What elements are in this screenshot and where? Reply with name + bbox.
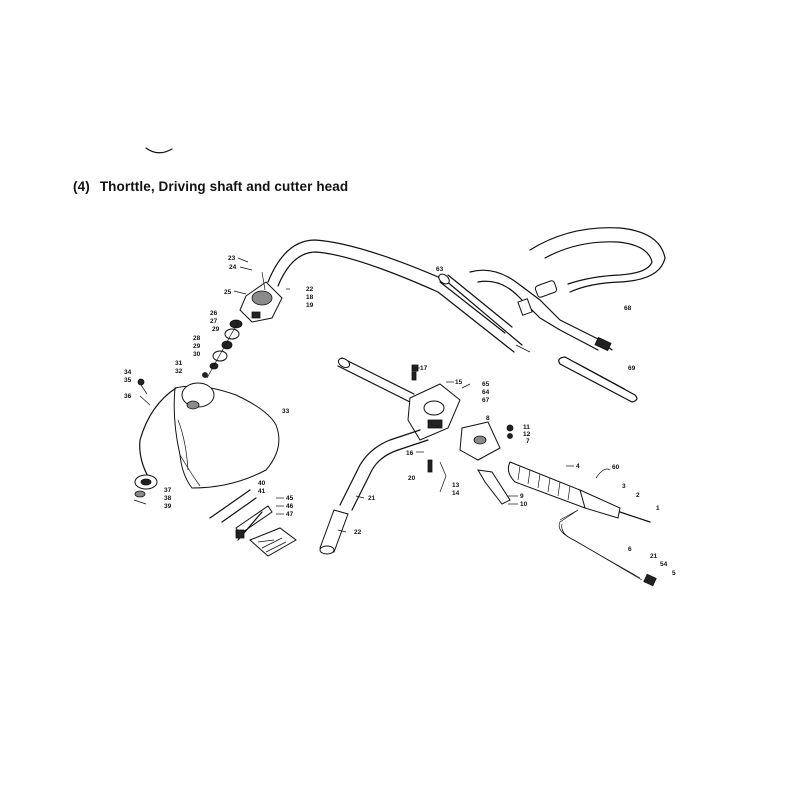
label-69: 69: [628, 365, 636, 372]
tool-kit: [209, 489, 297, 557]
label-6: 6: [628, 546, 632, 553]
label-67: 67: [482, 397, 490, 404]
label-32: 30: [193, 351, 201, 358]
label-28: 26: [210, 310, 218, 317]
handle-bracket: [407, 371, 461, 441]
label-46: 41: [258, 488, 266, 495]
label-36: 34: [124, 369, 132, 376]
handle-pipe: [337, 357, 415, 403]
shoulder-harness: [469, 227, 666, 352]
label-33: 31: [175, 360, 183, 367]
section-number: (4): [73, 179, 90, 194]
label-38: 36: [124, 393, 132, 400]
label-4: 4: [576, 463, 580, 470]
label-23: 21: [650, 553, 658, 560]
label-5: 5: [672, 570, 676, 577]
label-19: 19: [306, 302, 314, 309]
guard-bolts: [137, 378, 151, 406]
handlebar: [319, 429, 429, 555]
label-22: 22: [354, 529, 362, 536]
label-21: 21: [368, 495, 376, 502]
gear-head: [239, 271, 283, 323]
label-27: 25: [224, 289, 232, 296]
label-40: 38: [164, 495, 172, 502]
label-30: 29: [212, 326, 220, 333]
throttle-cable: [558, 509, 657, 587]
label-15: 15: [455, 379, 463, 386]
label-11: 11: [523, 424, 530, 431]
label-63: 63: [436, 266, 444, 273]
label-29: 27: [210, 318, 218, 325]
label-65: 65: [482, 381, 490, 388]
label-20: 20: [408, 475, 416, 482]
label-68: 68: [624, 305, 632, 312]
label-45: 40: [258, 480, 266, 487]
label-9: 9: [520, 493, 524, 500]
label-3: 3: [622, 483, 626, 490]
section-heading: Thorttle, Driving shaft and cutter head: [99, 179, 349, 194]
label-41: 39: [164, 503, 172, 510]
label-35: 33: [282, 408, 290, 415]
label-29b: 28: [193, 335, 201, 342]
drive-shaft: [267, 239, 531, 353]
label-34: 32: [175, 368, 183, 375]
label-54: 54: [660, 561, 668, 568]
label-31: 29: [193, 343, 201, 350]
label-16: 16: [406, 450, 414, 457]
throttle-lever: [439, 461, 511, 505]
throttle-housing: [459, 421, 501, 461]
label-17: 17: [420, 365, 428, 372]
throttle-grip: [507, 461, 651, 523]
label-1: 1: [656, 505, 660, 512]
label-60: 60: [612, 464, 620, 471]
strap: [558, 356, 638, 403]
label-7: 7: [526, 438, 530, 445]
label-8: 8: [486, 415, 490, 422]
label-48: 46: [286, 503, 294, 510]
label-13: 13: [452, 482, 460, 489]
safety-guard: [139, 382, 280, 489]
label-49: 47: [286, 511, 294, 518]
section-title: (4) Thorttle, Driving shaft and cutter he…: [73, 179, 348, 194]
cutter-nut: [133, 474, 158, 505]
spring: [595, 468, 611, 479]
label-2: 2: [636, 492, 640, 499]
shaft-tube: [438, 273, 513, 334]
label-64: 64: [482, 389, 490, 396]
label-18: 18: [306, 294, 314, 301]
label-47: 45: [286, 495, 294, 502]
stray-mark: [145, 147, 173, 154]
label-14: 14: [452, 490, 460, 497]
label-10: 10: [520, 501, 528, 508]
label-24: 22: [306, 286, 314, 293]
label-12: 12: [523, 431, 531, 438]
label-25: 23: [228, 255, 236, 262]
label-39: 37: [164, 487, 172, 494]
label-26: 24: [229, 264, 237, 271]
part-labels: 23 24 25 22 18 19 26 27 29 28 29 30 31 3…: [124, 255, 676, 577]
label-37: 35: [124, 377, 132, 384]
spindle-parts: [202, 319, 243, 379]
